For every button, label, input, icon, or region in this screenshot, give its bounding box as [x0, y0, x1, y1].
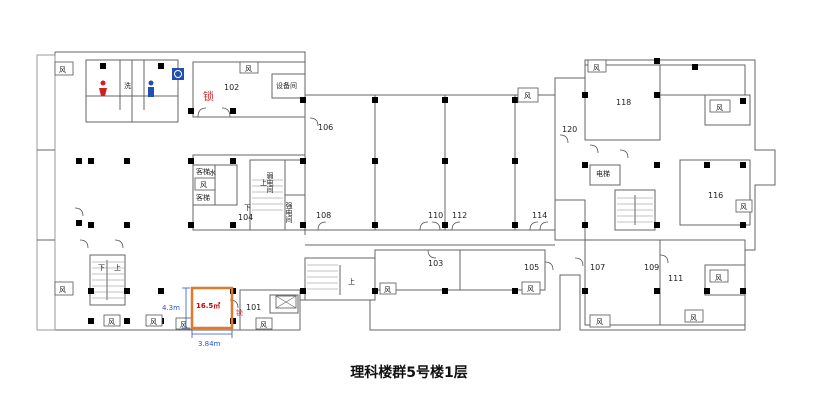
shaft-cross: [275, 295, 297, 309]
weak-current-room-label: 弱电间: [266, 172, 274, 194]
room-120-label: 120: [562, 125, 577, 134]
room-101-label: 101: [246, 303, 261, 312]
room-110-label: 110: [428, 211, 443, 220]
stair-up-label: 上: [114, 263, 121, 272]
shaft-label-8: 风: [384, 286, 391, 294]
highlight-room-outline: [190, 286, 234, 330]
lock-label: 锁: [203, 89, 214, 103]
shaft-label-4: 风: [150, 318, 157, 326]
room-103-label: 103: [428, 259, 443, 268]
shaft-label-3: 风: [108, 318, 115, 326]
door-swings: [74, 107, 746, 309]
room-111-label: 111: [668, 274, 683, 283]
room-102-label: 102: [224, 83, 239, 92]
shaft-label-7: 风: [180, 321, 187, 329]
shaft-label-2: 风: [59, 286, 66, 294]
male-restroom-icon: [148, 80, 154, 97]
shaft-label-12: 风: [596, 318, 603, 326]
shaft-label-6: 风: [260, 321, 267, 329]
highlight-area-label: 16.5㎡: [196, 301, 220, 310]
shaft-label-10: 风: [524, 92, 531, 100]
shaft-label-15: 风: [716, 104, 723, 112]
room-112-label: 112: [452, 211, 467, 220]
accessible-icon: [172, 68, 184, 80]
elevator-room-label: 电梯: [596, 169, 610, 178]
shaft-label-14: 风: [715, 274, 722, 282]
stair-up-label-2: 上: [260, 178, 267, 187]
room-114-label: 114: [532, 211, 547, 220]
room-105-label: 105: [524, 263, 539, 272]
shaft-label-17: 风: [740, 203, 747, 211]
highlight-height-label: 4.3m: [162, 304, 180, 312]
female-restroom-icon: [99, 80, 107, 96]
room-109-label: 109: [644, 263, 659, 272]
shaft-label-1: 风: [59, 66, 66, 74]
room-108-label: 108: [316, 211, 331, 220]
walls: [36, 51, 776, 331]
stair-down-label: 下: [98, 264, 105, 272]
room-116-label: 116: [708, 191, 723, 200]
columns: [76, 58, 746, 324]
plan-labels: 102 106 108 110 112 114 104 103 105 101 …: [59, 64, 747, 348]
stair-up-label-3: 上: [348, 277, 355, 286]
wash-label: 洗: [124, 81, 131, 90]
highlight-door-label: 锁: [236, 308, 243, 317]
stair-treads: [92, 179, 653, 299]
shaft-label-5: 风: [245, 65, 252, 73]
shaft-label-9: 风: [527, 285, 534, 293]
room-104-label: 104: [238, 213, 253, 222]
floor-title: 理科楼群5号楼1层: [350, 365, 468, 381]
dimension-lines: [182, 287, 233, 338]
passenger-elevator-label-1: 客梯: [196, 167, 210, 176]
highlight-width-label: 3.84m: [198, 340, 221, 348]
shaft-label-16: 风: [200, 181, 207, 189]
water-label: 水: [209, 168, 216, 177]
shaft-label-11: 风: [593, 64, 600, 72]
room-106-label: 106: [318, 123, 333, 132]
shaft-label-13: 风: [690, 314, 697, 322]
equipment-room-label: 设备间: [276, 81, 297, 90]
room-107-label: 107: [590, 263, 605, 272]
room-118-label: 118: [616, 98, 631, 107]
stair-down-label-2: 下: [244, 204, 251, 212]
passenger-elevator-label-2: 客梯: [196, 193, 210, 202]
strong-current-room-label: 强电间: [285, 202, 293, 224]
